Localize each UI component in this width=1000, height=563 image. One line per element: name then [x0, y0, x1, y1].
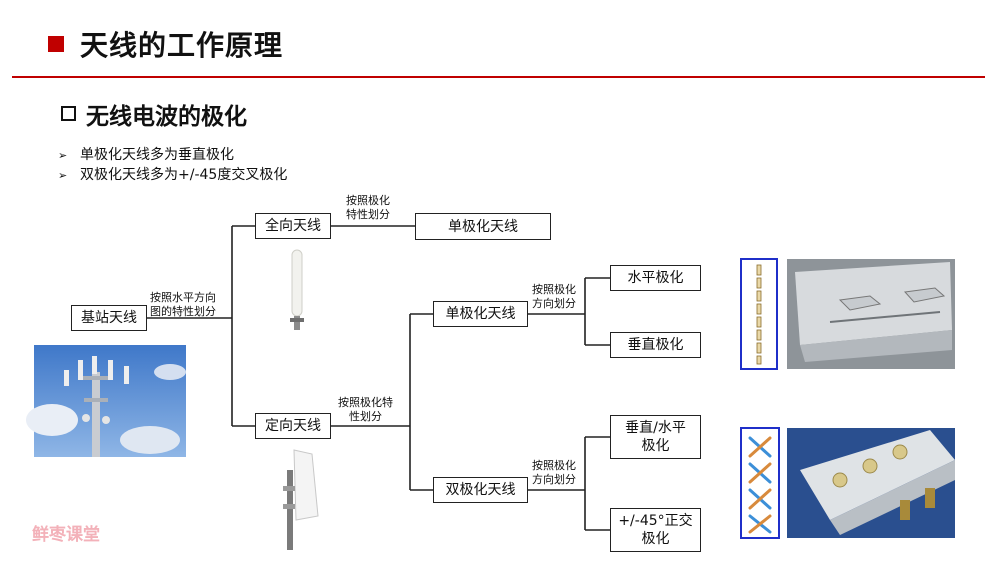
bullet-item: ➢双极化天线多为+/-45度交叉极化 [58, 167, 288, 183]
node-omni-single-polarization: 单极化天线 [415, 213, 551, 240]
section-bullet-square [61, 106, 76, 121]
page-title: 天线的工作原理 [80, 29, 284, 62]
tower-photo [26, 345, 186, 457]
node-pm45-polarization: +/-45°正交 极化 [610, 508, 701, 552]
single-polarization-antenna-photo [787, 259, 955, 369]
arrow-bullet-icon: ➢ [58, 149, 68, 162]
node-vertical-horizontal-polarization: 垂直/水平 极化 [610, 415, 701, 459]
watermark: 鲜枣课堂 [32, 525, 100, 545]
dual-polarization-antenna-photo [787, 428, 955, 538]
single-polarization-element-frame [740, 258, 778, 370]
node-horizontal-polarization: 水平极化 [610, 265, 701, 291]
node-omni-antenna: 全向天线 [255, 213, 331, 239]
edge-label-dual: 按照极化 方向划分 [532, 459, 576, 486]
node-vertical-polarization: 垂直极化 [610, 332, 701, 358]
dual-polarization-element-frame [740, 427, 780, 539]
edge-label-single: 按照极化 方向划分 [532, 283, 576, 310]
node-base-station-antenna: 基站天线 [71, 305, 147, 331]
omni-antenna-illustration [290, 249, 304, 330]
edge-label-omni: 按照极化 特性划分 [346, 194, 390, 221]
node-single-polarization: 单极化天线 [433, 301, 528, 327]
arrow-bullet-icon: ➢ [58, 169, 68, 182]
tree-connectors [146, 225, 611, 531]
node-directional-antenna: 定向天线 [255, 413, 331, 439]
section-title: 无线电波的极化 [86, 104, 247, 130]
title-marker [48, 36, 64, 52]
edge-label-directional: 按照极化特 性划分 [338, 396, 393, 423]
node-dual-polarization: 双极化天线 [433, 477, 528, 503]
bullet-item: ➢单极化天线多为垂直极化 [58, 147, 234, 163]
edge-label-root: 按照水平方向 图的特性划分 [150, 291, 216, 318]
title-underline [12, 76, 985, 78]
directional-antenna-illustration [283, 449, 319, 550]
